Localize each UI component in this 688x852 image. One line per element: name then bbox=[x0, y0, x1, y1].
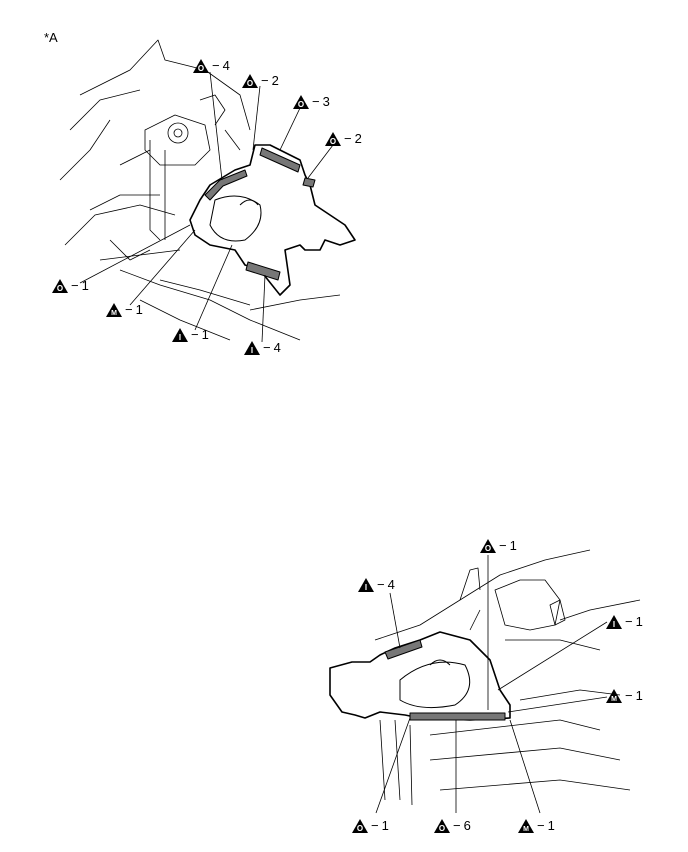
callout-dash: − bbox=[263, 340, 271, 355]
svg-text:I: I bbox=[251, 346, 253, 355]
callout-o-4-top: O − 4 bbox=[193, 58, 230, 73]
weld-symbol-o-icon: O bbox=[52, 278, 68, 293]
weld-symbol-i-icon: I bbox=[172, 327, 188, 342]
callout-dash: − bbox=[125, 302, 133, 317]
callout-o-6-bottom: O − 6 bbox=[434, 818, 471, 833]
callout-o-2-top-a: O − 2 bbox=[242, 73, 279, 88]
weld-symbol-o-icon: O bbox=[352, 818, 368, 833]
svg-text:M: M bbox=[611, 696, 617, 703]
callout-dash: − bbox=[344, 131, 352, 146]
svg-text:I: I bbox=[365, 583, 367, 592]
callout-count: 1 bbox=[635, 614, 643, 629]
callout-dash: − bbox=[312, 94, 320, 109]
callout-count: 1 bbox=[135, 302, 143, 317]
top-body-structure bbox=[59, 39, 341, 341]
callout-o-1-top: O − 1 bbox=[52, 278, 89, 293]
callout-m-1-bottom-right: M − 1 bbox=[606, 688, 643, 703]
callout-count: 1 bbox=[547, 818, 555, 833]
callout-dash: − bbox=[625, 614, 633, 629]
callout-dash: − bbox=[212, 58, 220, 73]
callout-i-1-top: I − 1 bbox=[172, 327, 209, 342]
svg-text:I: I bbox=[179, 333, 181, 342]
callout-count: 1 bbox=[635, 688, 643, 703]
weld-symbol-i-icon: I bbox=[606, 614, 622, 629]
svg-text:O: O bbox=[198, 64, 204, 73]
callout-count: 4 bbox=[387, 577, 395, 592]
callout-i-4-bottom: I − 4 bbox=[358, 577, 395, 592]
callout-count: 6 bbox=[463, 818, 471, 833]
callout-count: 2 bbox=[271, 73, 279, 88]
weld-symbol-o-icon: O bbox=[325, 131, 341, 146]
weld-symbol-i-icon: I bbox=[244, 340, 260, 355]
figure-label: *A bbox=[44, 30, 58, 45]
bottom-weld-strips bbox=[384, 639, 506, 721]
weld-symbol-m-icon: M bbox=[106, 302, 122, 317]
callout-o-1-bottom-top: O − 1 bbox=[480, 538, 517, 553]
callout-count: 4 bbox=[273, 340, 281, 355]
svg-text:O: O bbox=[485, 544, 491, 553]
callout-count: 1 bbox=[509, 538, 517, 553]
weld-symbol-o-icon: O bbox=[293, 94, 309, 109]
svg-text:O: O bbox=[357, 824, 363, 833]
callout-count: 1 bbox=[201, 327, 209, 342]
callout-o-3-top: O − 3 bbox=[293, 94, 330, 109]
svg-text:O: O bbox=[247, 79, 253, 88]
weld-symbol-o-icon: O bbox=[480, 538, 496, 553]
bottom-body-structure bbox=[374, 549, 641, 806]
callout-m-1-top: M − 1 bbox=[106, 302, 143, 317]
svg-text:M: M bbox=[523, 826, 529, 833]
top-leader-lines bbox=[79, 71, 334, 343]
callout-i-1-bottom: I − 1 bbox=[606, 614, 643, 629]
weld-symbol-o-icon: O bbox=[242, 73, 258, 88]
svg-text:O: O bbox=[298, 100, 304, 109]
svg-text:I: I bbox=[613, 620, 615, 629]
svg-text:M: M bbox=[111, 310, 117, 317]
svg-text:O: O bbox=[330, 137, 336, 146]
callout-dash: − bbox=[371, 818, 379, 833]
callout-i-4-top: I − 4 bbox=[244, 340, 281, 355]
callout-count: 1 bbox=[81, 278, 89, 293]
callout-dash: − bbox=[537, 818, 545, 833]
callout-dash: − bbox=[191, 327, 199, 342]
weld-symbol-m-icon: M bbox=[518, 818, 534, 833]
callout-count: 1 bbox=[381, 818, 389, 833]
callout-dash: − bbox=[377, 577, 385, 592]
callout-o-1-bottom-left: O − 1 bbox=[352, 818, 389, 833]
callout-count: 2 bbox=[354, 131, 362, 146]
callout-count: 4 bbox=[222, 58, 230, 73]
callout-dash: − bbox=[625, 688, 633, 703]
weld-symbol-o-icon: O bbox=[193, 58, 209, 73]
bottom-leader-lines bbox=[375, 555, 608, 814]
weld-symbol-o-icon: O bbox=[434, 818, 450, 833]
weld-symbol-m-icon: M bbox=[606, 688, 622, 703]
svg-text:O: O bbox=[439, 824, 445, 833]
callout-dash: − bbox=[71, 278, 79, 293]
callout-dash: − bbox=[261, 73, 269, 88]
callout-count: 3 bbox=[322, 94, 330, 109]
weld-symbol-i-icon: I bbox=[358, 577, 374, 592]
callout-dash: − bbox=[453, 818, 461, 833]
callout-o-2-top-b: O − 2 bbox=[325, 131, 362, 146]
callout-m-1-bottom: M − 1 bbox=[518, 818, 555, 833]
top-apron-panel bbox=[189, 144, 356, 296]
callout-dash: − bbox=[499, 538, 507, 553]
top-weld-strips bbox=[204, 147, 316, 281]
svg-text:O: O bbox=[57, 284, 63, 293]
